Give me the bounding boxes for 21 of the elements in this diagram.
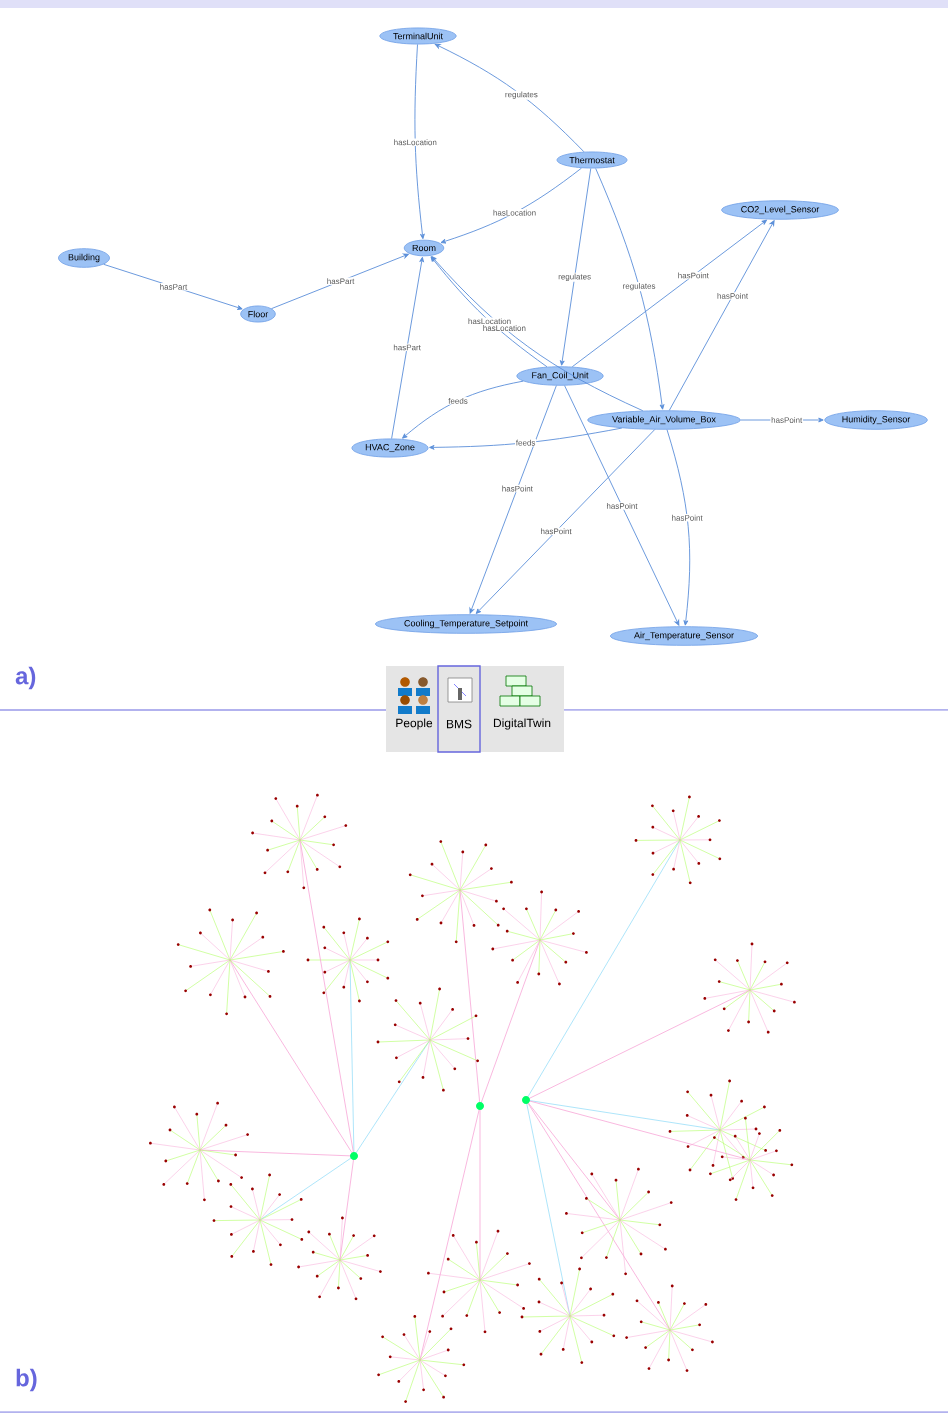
arrow [440, 167, 582, 244]
arrow [666, 429, 691, 626]
arrow [103, 263, 243, 310]
arrow [434, 43, 585, 153]
arrow [391, 256, 425, 439]
arrow [271, 253, 409, 310]
arrow [429, 427, 623, 450]
arrow [595, 168, 665, 410]
arrow [431, 256, 644, 412]
arrow [402, 380, 524, 439]
arrow [469, 385, 557, 614]
panel-label: a) [15, 666, 36, 690]
arrow [559, 168, 592, 366]
arrow [430, 256, 548, 368]
arrow [414, 44, 425, 240]
arrow [668, 220, 775, 411]
arrow [475, 429, 656, 614]
arrow [740, 417, 824, 423]
arrow [564, 385, 680, 626]
arrow [571, 219, 768, 368]
panel-label: b) [16, 1368, 37, 1392]
